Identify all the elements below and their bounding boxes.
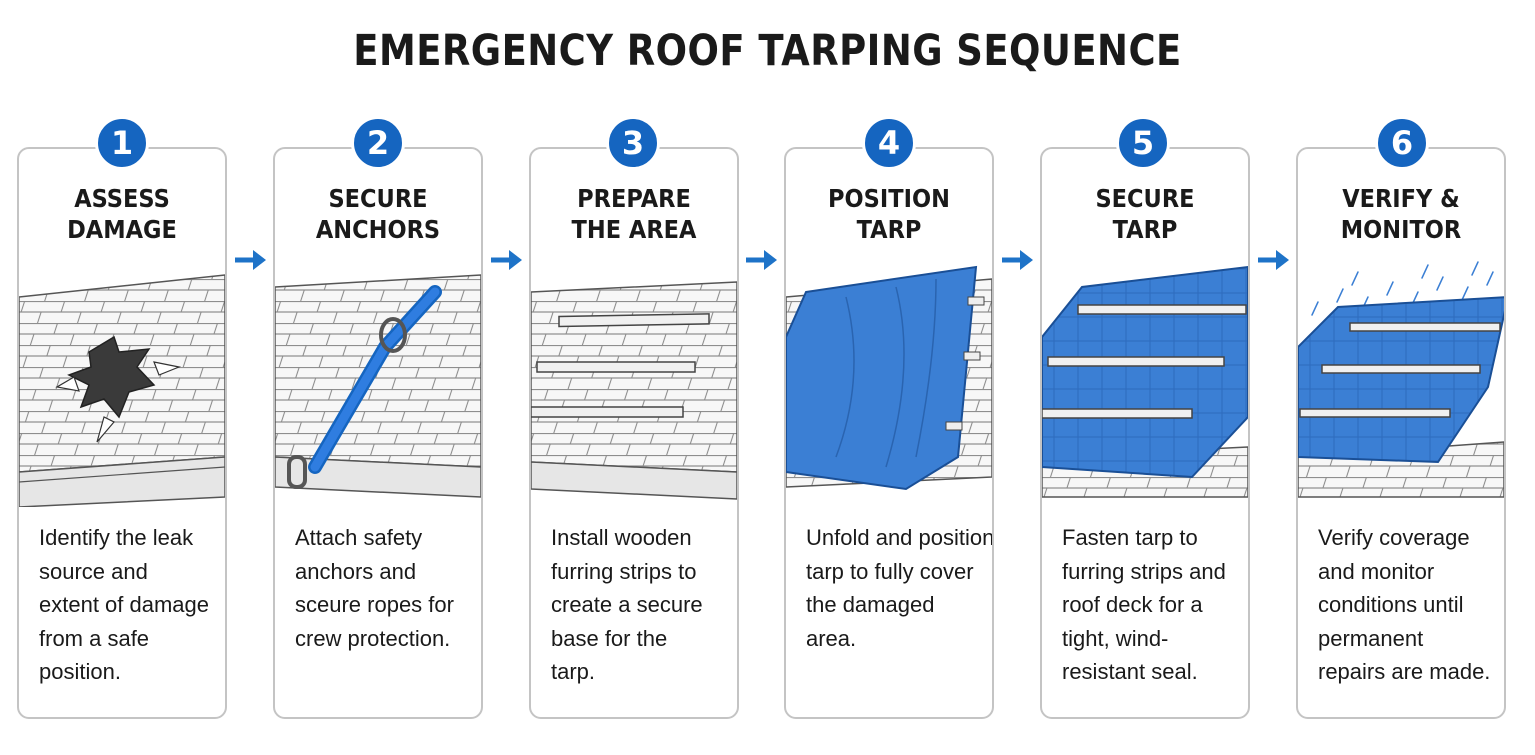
step-number-badge-6: 6	[1375, 116, 1429, 170]
tarp-secured-icon	[1042, 265, 1248, 498]
arrow-right-icon	[235, 250, 266, 270]
step-number-badge-3: 3	[606, 116, 660, 170]
roof-hole-icon	[19, 274, 225, 507]
arrow-right-icon	[1002, 250, 1033, 270]
step-title: VERIFY &MONITOR	[1340, 184, 1462, 244]
arrow-right-icon	[491, 250, 522, 270]
safety-anchor-icon	[275, 274, 481, 498]
step-number-badge-5: 5	[1116, 116, 1170, 170]
tarp-draped-icon	[786, 265, 992, 491]
furring-strips-icon	[531, 281, 737, 500]
page-title: EMERGENCY ROOF TARPING SEQUENCE	[353, 26, 1182, 76]
tarp-rain-icon	[1298, 261, 1504, 498]
step-number-badge-4: 4	[862, 116, 916, 170]
arrow-right-icon	[746, 250, 777, 270]
step-number-badge-1: 1	[95, 116, 149, 170]
step-number-badge-2: 2	[351, 116, 405, 170]
arrow-right-icon	[1258, 250, 1289, 270]
